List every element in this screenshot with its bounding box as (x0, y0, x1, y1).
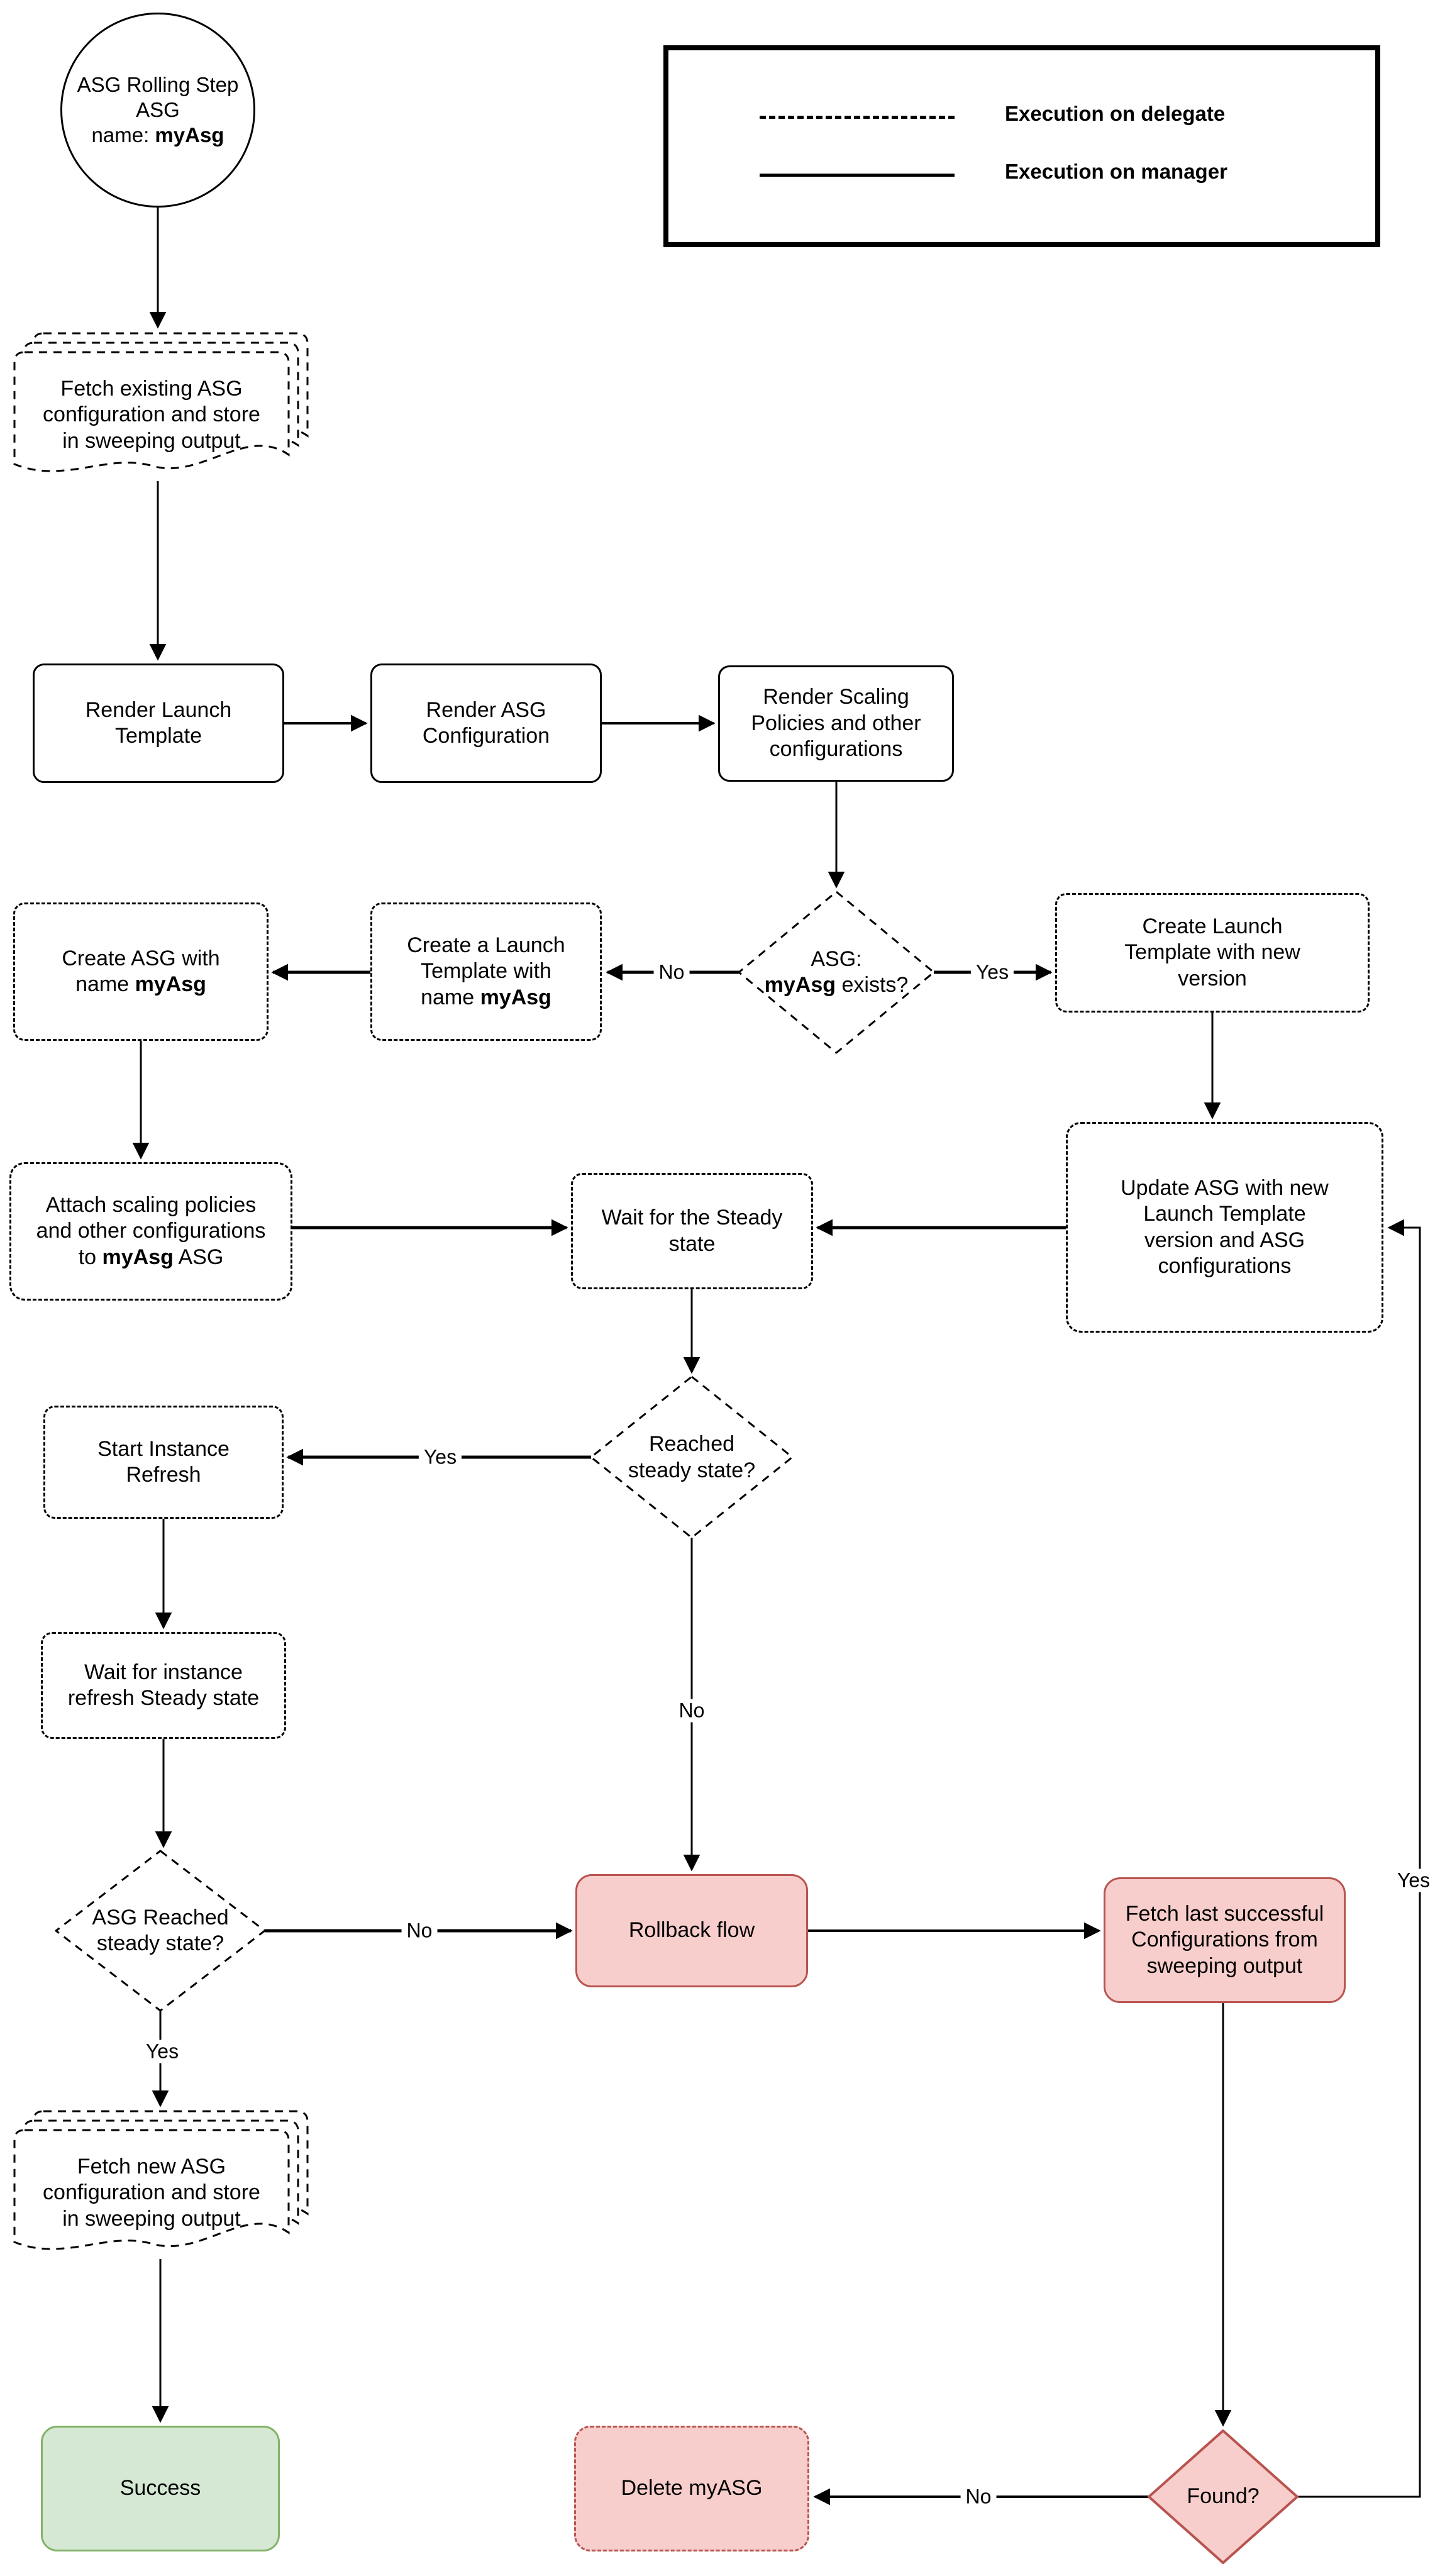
edge-label-asg-reached-yes: Yes (140, 2040, 184, 2063)
legend-delegate-label: Execution on delegate (1005, 102, 1226, 125)
edge-label-found-no: No (960, 2485, 997, 2509)
edge-found-yes-to-update-asg (1297, 1219, 1421, 2498)
render-scaling-node: Render Scaling Policies and other config… (718, 665, 954, 782)
edge-label-exists-yes: Yes (970, 960, 1014, 984)
edge-label-found-yes: Yes (1392, 1868, 1436, 1892)
asg-exists-diamond (738, 891, 935, 1054)
start-node: ASG Rolling Step ASG name: myAsg (60, 13, 255, 208)
fetch-last-config-node: Fetch last successful Configurations fro… (1104, 1877, 1346, 2003)
asg-reached-steady-diamond (55, 1850, 266, 2012)
wait-steady-node: Wait for the Steady state (571, 1173, 813, 1289)
edge-label-reached-yes: Yes (418, 1445, 462, 1469)
asg-exists-node: ASG: myAsg exists? (764, 947, 909, 997)
edge-label-exists-no: No (653, 960, 690, 984)
delete-asg-node: Delete myASG (574, 2426, 809, 2551)
update-asg-node: Update ASG with new Launch Template vers… (1066, 1122, 1383, 1333)
legend-solid-line-sample (760, 174, 955, 177)
found-diamond (1148, 2429, 1299, 2564)
render-launch-template-node: Render Launch Template (33, 663, 284, 783)
fetch-existing-node: Fetch existing ASG configuration and sto… (43, 376, 260, 453)
legend-manager-label: Execution on manager (1005, 160, 1227, 183)
wait-instance-refresh-node: Wait for instance refresh Steady state (41, 1632, 286, 1739)
reached-steady-diamond (590, 1375, 794, 1539)
fetch-new-node: Fetch new ASG configuration and store in… (43, 2154, 260, 2231)
attach-scaling-node: Attach scaling policies and other config… (9, 1162, 292, 1301)
rollback-flow-node: Rollback flow (575, 1874, 808, 1987)
create-asg-node: Create ASG with name myAsg (13, 902, 269, 1041)
create-launch-template-node: Create a Launch Template with name myAsg (370, 902, 602, 1041)
success-node: Success (41, 2426, 280, 2551)
reached-steady-node: Reached steady state? (628, 1432, 756, 1482)
start-instance-refresh-node: Start Instance Refresh (43, 1406, 284, 1519)
legend-dashed-line-sample (760, 116, 955, 119)
fetch-new-docshape (13, 2110, 309, 2250)
create-launch-new-version-node: Create Launch Template with new version (1055, 893, 1370, 1013)
edge-label-reached-no: No (673, 1699, 710, 1723)
found-node: Found? (1187, 2484, 1260, 2509)
asg-reached-steady-node: ASG Reached steady state? (92, 1905, 229, 1955)
edge-label-asg-reached-no: No (401, 1919, 438, 1943)
fetch-existing-docshape (13, 332, 309, 472)
render-asg-config-node: Render ASG Configuration (370, 663, 602, 783)
legend-box: Execution on delegate Execution on manag… (663, 45, 1380, 247)
